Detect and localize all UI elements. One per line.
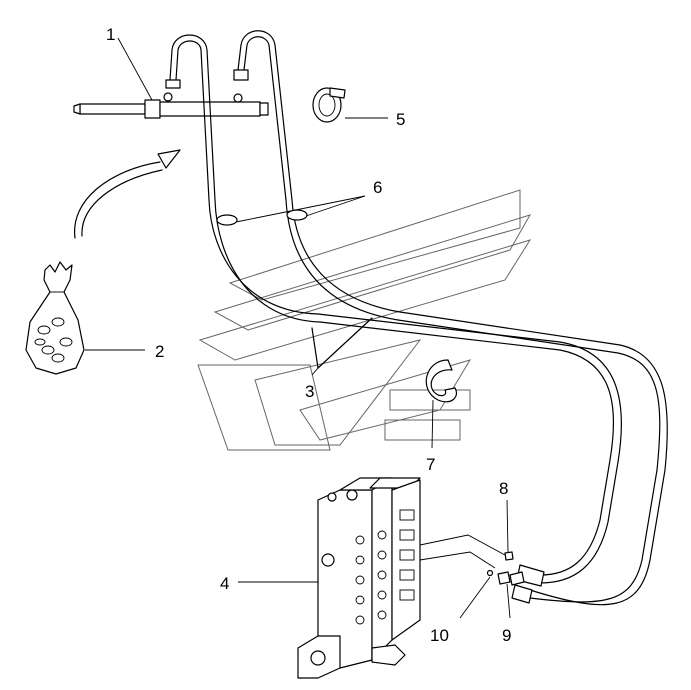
parts-bag <box>25 261 85 375</box>
open-clamp <box>425 359 458 403</box>
assembly-arrow <box>74 149 181 239</box>
hose-clamps <box>216 209 308 226</box>
callout-6: 6 <box>373 178 382 197</box>
callout-8: 8 <box>499 479 508 498</box>
control-valve-block <box>297 477 506 679</box>
clamp-ring <box>312 87 346 123</box>
background-watermark-logo <box>197 189 532 451</box>
callout-1: 1 <box>106 25 115 44</box>
callout-3: 3 <box>305 382 314 401</box>
hydraulic-hoses <box>165 30 668 606</box>
leader-lines <box>85 37 511 619</box>
fittings <box>486 551 525 586</box>
callout-2: 2 <box>155 342 164 361</box>
callout-7: 7 <box>426 455 435 474</box>
valve-ports <box>355 509 415 625</box>
callout-5: 5 <box>396 110 405 129</box>
callout-10: 10 <box>430 626 449 645</box>
v-tie <box>311 317 373 369</box>
hydraulic-cylinder <box>73 92 269 119</box>
callout-4: 4 <box>220 574 229 593</box>
callout-9: 9 <box>502 626 511 645</box>
